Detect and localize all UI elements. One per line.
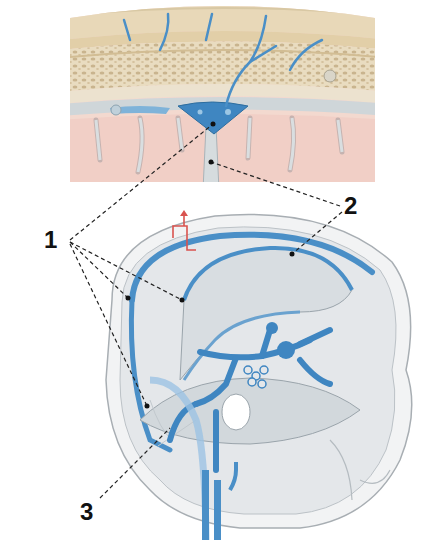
callout-number: 2 — [344, 194, 357, 218]
section-inset — [60, 0, 390, 190]
leader-lines — [70, 124, 342, 498]
callout-number: 3 — [80, 500, 93, 524]
skull-illustration — [106, 210, 412, 540]
leader-dots — [126, 122, 295, 409]
callout-number: 1 — [44, 228, 57, 252]
